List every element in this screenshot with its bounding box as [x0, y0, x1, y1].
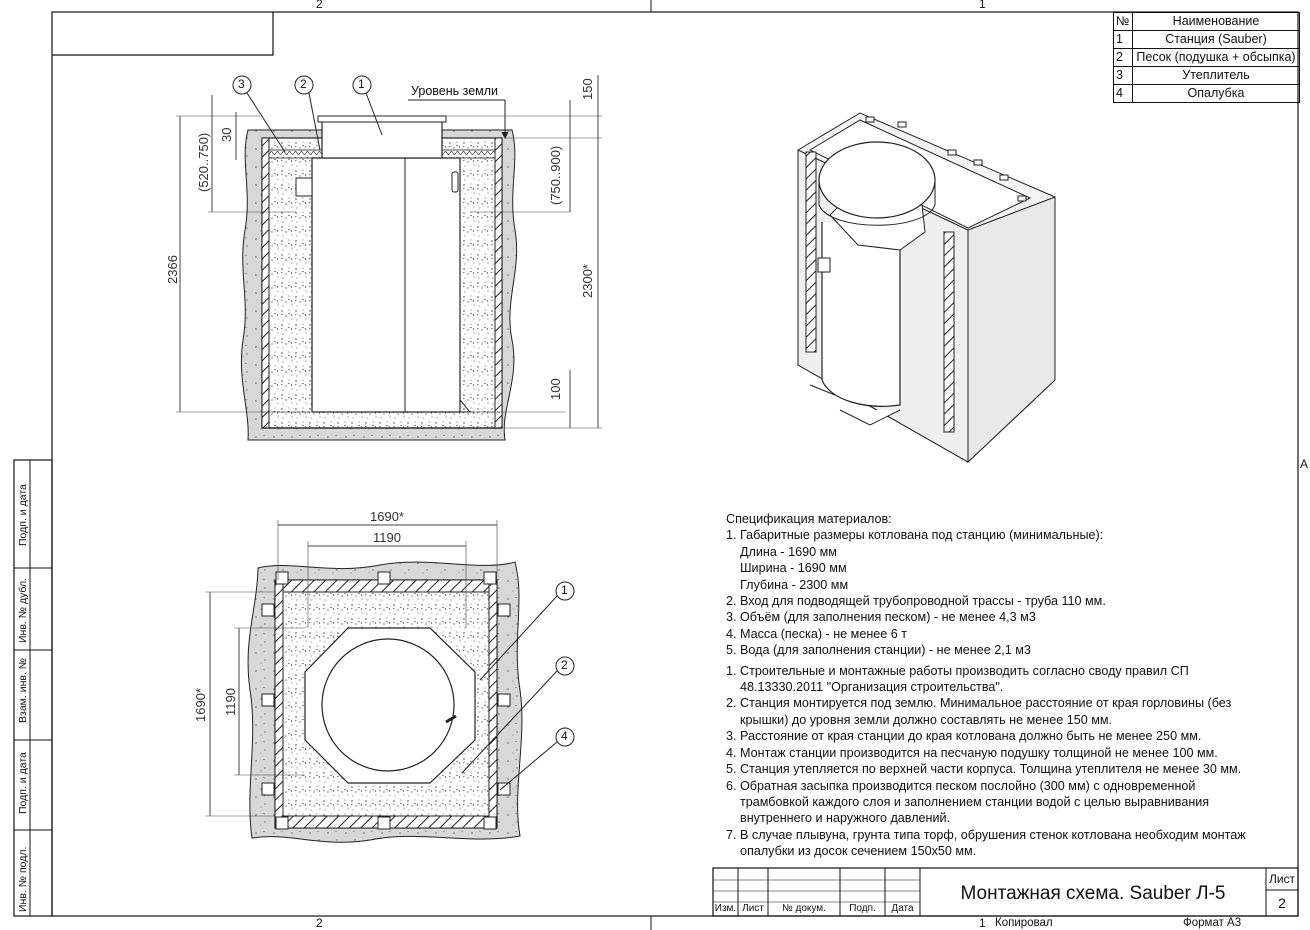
spec-line: 4. Масса (песка) - не менее 6 т [726, 626, 908, 641]
instruction-line: трамбовкой каждого слоя и заполнением ст… [740, 794, 1210, 809]
instruction-line: 3. Расстояние от края станции до края ко… [726, 729, 1202, 744]
side-stamp-label: Подп. и дата [17, 752, 29, 814]
spec-line: 5. Вода (для заполнения станции) - не ме… [726, 643, 1031, 658]
side-stamp-label: Взам. инв. № [17, 657, 29, 723]
spec-line: Глубина - 2300 мм [740, 577, 849, 592]
plan-callout-1-label: 1 [561, 583, 568, 597]
legend-table: № Наименование 1 Станция (Sauber) 2 Песо… [1113, 12, 1300, 103]
side-stamp-label: Подп. и дата [17, 484, 29, 546]
side-stamp-label: Инв. № подл. [17, 846, 29, 912]
notes-title: Спецификация материалов: [726, 512, 892, 526]
dim-section-left-total: 2366 [165, 255, 180, 284]
legend-name: Утеплитель [1132, 66, 1300, 85]
legend-name: Станция (Sauber) [1132, 30, 1300, 49]
side-stamp-label: Инв. № дубл. [17, 577, 29, 643]
dim-section-right-bottom: 100 [548, 378, 563, 400]
instruction-line: крышки) до уровня земли должно составлят… [740, 712, 1113, 727]
spec-line: 2. Вход для подводящей трубопроводной тр… [726, 594, 1106, 609]
instruction-line: 2. Станция монтируется под землю. Минима… [726, 696, 1232, 711]
legend-header-row: № Наименование [1113, 12, 1300, 31]
legend-header-name: Наименование [1132, 12, 1300, 31]
ground-level-label: Уровень земли [411, 84, 499, 98]
sheet-number: 2 [1278, 895, 1286, 911]
copied-label: Копировал [995, 917, 1053, 929]
dim-section-left-small: 30 [219, 127, 234, 142]
legend-row: 1 Станция (Sauber) [1113, 30, 1300, 49]
zone-label-bottom-right: 1 [979, 916, 986, 930]
sheet-label: Лист [1268, 872, 1296, 886]
dim-plan-top-inner: 1190 [373, 530, 401, 545]
legend-row: 4 Опалубка [1113, 84, 1300, 103]
instruction-line: внутреннего и наружного давлений. [740, 811, 951, 826]
title-block-col-izm: Изм. [714, 903, 737, 914]
instruction-line: 5. Станция утепляется по верхней части к… [726, 762, 1242, 777]
notes-block: Спецификация материалов: 1. Габаритные р… [726, 511, 1286, 860]
instruction-line: 6. Обратная засыпка производится песком … [726, 778, 1196, 793]
dim-section-left-range: (520..750) [196, 132, 211, 192]
legend-num: 4 [1113, 84, 1133, 103]
legend-num: 2 [1113, 48, 1133, 67]
legend-name: Опалубка [1132, 84, 1300, 103]
zone-label-bottom-left: 2 [316, 916, 323, 930]
zone-label-top-right: 1 [979, 0, 986, 11]
callout-2-label: 2 [300, 77, 307, 91]
spec-line: 3. Объём (для заполнения песком) - не ме… [726, 610, 1036, 625]
dim-section-right-total: 2300* [580, 264, 595, 298]
instruction-line: 48.13330.2011 "Организация строительства… [740, 680, 1004, 695]
plan-view [205, 520, 575, 843]
title-block-col-list: Лист [742, 903, 764, 914]
title-block-col-podp: Подп. [849, 903, 876, 914]
title-block [712, 867, 1299, 917]
zone-label-top-left: 2 [316, 0, 323, 11]
dim-plan-left-inner: 1190 [223, 688, 238, 716]
legend-num: 1 [1113, 30, 1133, 49]
instruction-line: 7. В случае плывуна, грунта типа торф, о… [726, 827, 1246, 842]
callout-3-label: 3 [238, 77, 245, 91]
instruction-line: 1. Строительные и монтажные работы произ… [726, 663, 1189, 678]
spec-line: 1. Габаритные размеры котлована под стан… [726, 528, 1104, 543]
dim-section-right-range: (750..900) [548, 145, 563, 205]
plan-callout-2-label: 2 [561, 658, 568, 672]
spec-line: Ширина - 1690 мм [740, 561, 847, 576]
title-block-col-doc: № докум. [782, 903, 826, 914]
isometric-view [797, 112, 1056, 464]
section-view [176, 75, 602, 441]
callout-1-label: 1 [358, 77, 365, 91]
format-label: Формат А3 [1183, 917, 1242, 929]
spec-line: Длина - 1690 мм [740, 544, 837, 559]
dim-plan-top-outer: 1690* [370, 509, 404, 524]
legend-name: Песок (подушка + обсыпка) [1132, 48, 1300, 67]
drawing-title: Монтажная схема. Sauber Л-5 [960, 883, 1226, 904]
zone-label-right: A [1300, 457, 1309, 471]
legend-row: 3 Утеплитель [1113, 66, 1300, 85]
instruction-line: 4. Монтаж станции производится на песчан… [726, 745, 1218, 760]
instruction-line: опалубки из досок сечением 150х50 мм. [740, 844, 977, 859]
side-stamp-frame [13, 459, 53, 917]
legend-header-num: № [1113, 12, 1133, 31]
dim-plan-left-outer: 1690* [193, 688, 208, 722]
legend-num: 3 [1113, 66, 1133, 85]
plan-callout-4-label: 4 [561, 729, 568, 743]
dim-section-right-top: 150 [580, 78, 595, 100]
legend-row: 2 Песок (подушка + обсыпка) [1113, 48, 1300, 67]
title-block-col-date: Дата [891, 903, 914, 914]
